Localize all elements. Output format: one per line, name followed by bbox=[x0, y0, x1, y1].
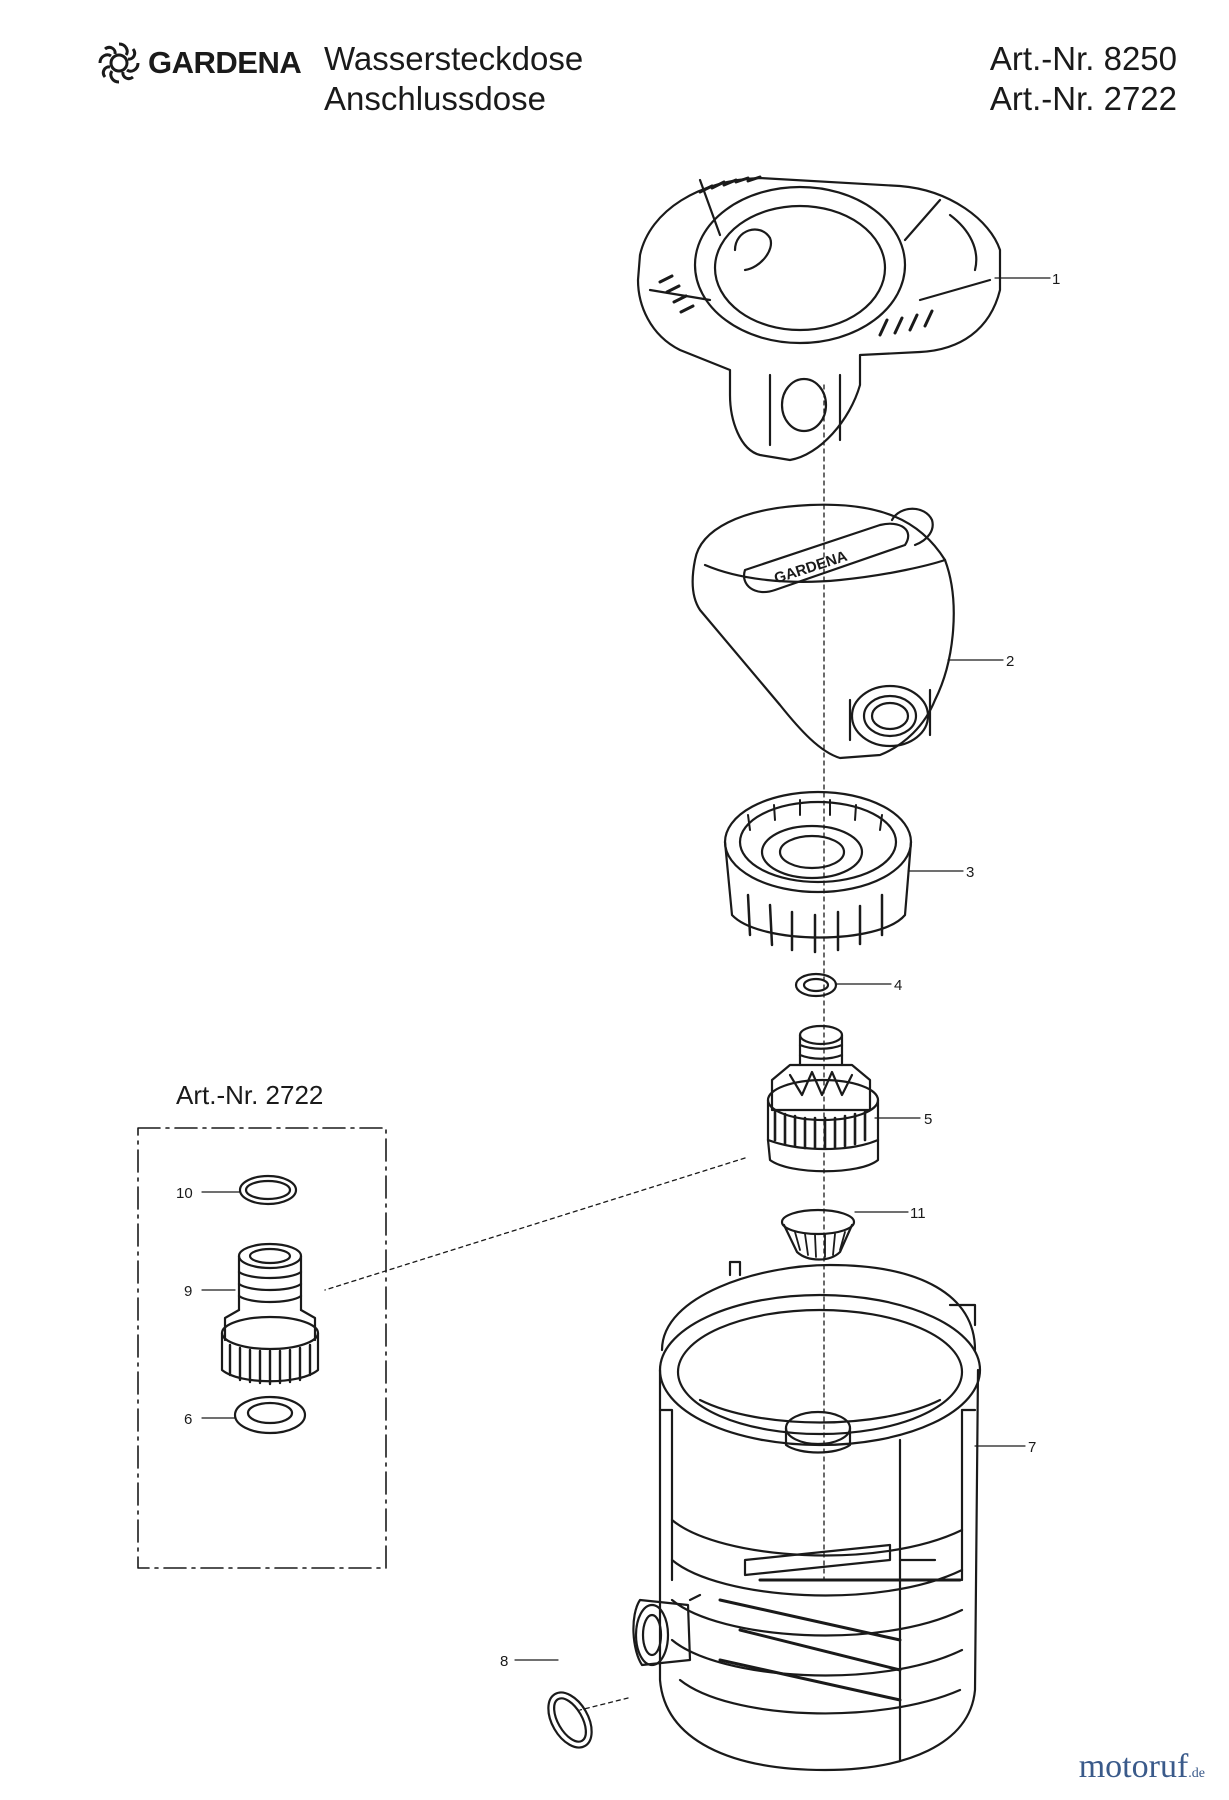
part-5-coupling bbox=[766, 1024, 880, 1173]
part-6-ring bbox=[233, 1395, 307, 1435]
watermark-text: motoruf bbox=[1078, 1748, 1189, 1785]
part-1-top-frame bbox=[636, 175, 1002, 462]
callout-7: 7 bbox=[1028, 1439, 1036, 1456]
part-4-washer bbox=[794, 972, 838, 998]
kit-title: Art.-Nr. 2722 bbox=[176, 1080, 324, 1110]
gardena-flower-icon bbox=[98, 42, 140, 84]
callout-numbers: 1 2 3 4 5 11 7 8 10 9 6 bbox=[176, 271, 1060, 1670]
callout-5: 5 bbox=[924, 1111, 932, 1128]
callout-4: 4 bbox=[894, 977, 902, 994]
part-10-ring bbox=[238, 1174, 298, 1206]
part-11-filter bbox=[780, 1208, 856, 1261]
brand-name: GARDENA bbox=[148, 45, 302, 80]
article-number-1: Art.-Nr. 8250 bbox=[989, 40, 1177, 77]
callout-11: 11 bbox=[910, 1205, 926, 1222]
brand-logo: GARDENA bbox=[96, 40, 302, 86]
product-title-line-1: Wassersteckdose bbox=[324, 40, 584, 77]
kit-box-frame bbox=[137, 1127, 387, 1569]
leader-lines bbox=[201, 277, 1051, 1661]
product-title-line-2: Anschlussdose bbox=[324, 80, 546, 117]
callout-6: 6 bbox=[184, 1411, 192, 1428]
callout-1: 1 bbox=[1052, 271, 1060, 288]
callout-9: 9 bbox=[184, 1283, 192, 1300]
part-8-o-ring bbox=[547, 1691, 593, 1749]
part-9-connector bbox=[220, 1242, 320, 1386]
part-3-bayonet-ring bbox=[723, 790, 913, 954]
part-2-cover bbox=[691, 503, 955, 760]
page-header: GARDENA Wassersteckdose Anschlussdose Ar… bbox=[0, 0, 1229, 130]
watermark: motoruf.de bbox=[1079, 1748, 1205, 1786]
callout-3: 3 bbox=[966, 864, 974, 881]
watermark-suffix: .de bbox=[1188, 1766, 1205, 1781]
article-number-2: Art.-Nr. 2722 bbox=[989, 80, 1177, 117]
kit-reference-line bbox=[324, 1157, 746, 1291]
part-7-housing bbox=[632, 1260, 982, 1772]
callout-2: 2 bbox=[1006, 653, 1014, 670]
callout-10: 10 bbox=[176, 1185, 193, 1202]
callout-8: 8 bbox=[500, 1653, 508, 1670]
